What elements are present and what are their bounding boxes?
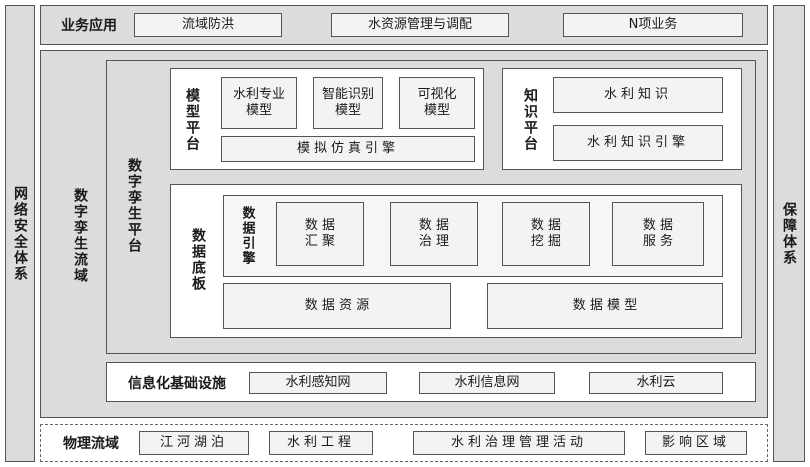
data-base-label: 数据底板	[190, 228, 206, 292]
support-system: 保障体系	[773, 5, 805, 462]
business-item-flood: 流域防洪	[134, 13, 282, 37]
business-item-water-resources: 水资源管理与调配	[331, 13, 509, 37]
model-platform: 模型平台 水利专业 模型 智能识别 模型 可视化 模型 模拟仿真引擎	[170, 68, 484, 170]
physical-basin-title: 物理流域	[63, 436, 119, 452]
data-aggregation-label: 数 据 汇 聚	[304, 217, 336, 249]
water-knowledge-engine: 水利知识引擎	[553, 125, 723, 161]
support-system-label: 保障体系	[781, 201, 797, 266]
information-network: 水利信息网	[419, 372, 555, 394]
model-recognition: 智能识别 模型	[313, 77, 383, 129]
infrastructure-layer: 信息化基础设施 水利感知网 水利信息网 水利云	[106, 362, 756, 402]
rivers-lakes: 江河湖泊	[139, 431, 249, 455]
data-governance-label: 数 据 治 理	[418, 217, 450, 249]
business-layer: 业务应用 流域防洪 水资源管理与调配 N项业务	[40, 5, 768, 45]
model-visualization-label: 可视化 模型	[417, 86, 457, 118]
data-service: 数 据 服 务	[612, 202, 704, 266]
digital-twin-basin-label: 数字孪生流域	[72, 188, 88, 284]
sensing-network: 水利感知网	[249, 372, 387, 394]
model-hydraulic-label: 水利专业 模型	[232, 86, 285, 118]
physical-basin: 物理流域 江河湖泊 水利工程 水利治理管理活动 影响区域	[40, 424, 768, 462]
data-engine-label: 数据引擎	[239, 206, 255, 266]
model-visualization: 可视化 模型	[399, 77, 475, 129]
data-governance: 数 据 治 理	[390, 202, 478, 266]
data-mining-label: 数 据 挖 掘	[530, 217, 562, 249]
knowledge-platform-label: 知识平台	[522, 88, 538, 152]
affected-areas: 影响区域	[645, 431, 747, 455]
governance-activities: 水利治理管理活动	[413, 431, 625, 455]
water-cloud: 水利云	[589, 372, 723, 394]
data-engine: 数据引擎 数 据 汇 聚 数 据 治 理 数 据 挖 掘 数 据 服 务	[223, 195, 723, 277]
infrastructure-title: 信息化基础设施	[128, 376, 226, 392]
water-projects: 水利工程	[269, 431, 373, 455]
business-title: 业务应用	[61, 18, 117, 34]
data-service-label: 数 据 服 务	[642, 217, 674, 249]
water-knowledge: 水利知识	[553, 77, 723, 113]
model-hydraulic: 水利专业 模型	[221, 77, 297, 129]
network-security-system: 网络安全体系	[5, 5, 35, 462]
model-recognition-label: 智能识别 模型	[321, 86, 374, 118]
model-platform-label: 模型平台	[184, 88, 200, 152]
data-mining: 数 据 挖 掘	[502, 202, 590, 266]
data-base-board: 数据底板 数据引擎 数 据 汇 聚 数 据 治 理 数 据 挖 掘 数 据 服 …	[170, 184, 742, 338]
data-model: 数 据 模 型	[487, 283, 723, 329]
knowledge-platform: 知识平台 水利知识 水利知识引擎	[502, 68, 742, 170]
data-aggregation: 数 据 汇 聚	[276, 202, 364, 266]
digital-twin-platform-label: 数字孪生平台	[126, 158, 142, 254]
data-resources: 数 据 资 源	[223, 283, 451, 329]
network-security-label: 网络安全体系	[12, 185, 28, 282]
simulation-engine: 模拟仿真引擎	[221, 136, 475, 162]
business-item-n: N项业务	[563, 13, 743, 37]
